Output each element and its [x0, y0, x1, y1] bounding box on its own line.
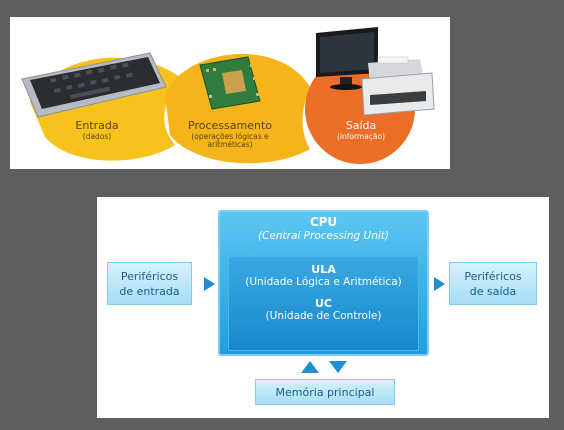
printer-icon	[361, 56, 435, 116]
uc-subtitle: (Unidade de Controle)	[265, 310, 382, 322]
input-label-group: Entrada (dados)	[62, 119, 132, 141]
processing-subtitle-line2: aritméticas)	[207, 140, 253, 150]
output-peripherals-line1: Periféricos	[464, 269, 522, 283]
main-memory-label: Memória principal	[275, 385, 375, 399]
arrow-into-cpu	[204, 277, 215, 291]
flow-shapes	[21, 27, 435, 164]
uc-title: UC	[314, 297, 332, 310]
input-subtitle: (dados)	[82, 131, 112, 141]
processing-title: Processamento	[188, 119, 272, 132]
ula-subtitle: (Unidade Lógica e Aritmética)	[245, 276, 402, 288]
output-peripherals-line2: de saída	[469, 284, 517, 298]
ula-uc-box: ULA (Unidade Lógica e Aritmética) UC (Un…	[228, 256, 419, 351]
processing-subtitle-line1: (operações lógicas e	[191, 131, 269, 141]
input-peripherals-line1: Periféricos	[120, 269, 179, 283]
cpu-architecture-panel: Periféricos de entrada CPU (Central Proc…	[97, 197, 549, 418]
keyboard-icon	[21, 52, 167, 118]
processor-chip-icon	[199, 56, 261, 110]
arrow-up-to-cpu	[301, 361, 319, 373]
input-title: Entrada	[75, 119, 119, 132]
output-subtitle: (informação)	[336, 131, 386, 141]
arrow-down-to-memory	[329, 361, 347, 373]
ula-title: ULA	[311, 263, 336, 276]
output-label-group: Saída (informação)	[326, 119, 396, 141]
input-peripherals-line2: de entrada	[119, 284, 180, 298]
main-memory-box: Memória principal	[255, 379, 395, 405]
arrow-out-of-cpu	[434, 277, 445, 291]
input-peripherals-box: Periféricos de entrada	[107, 262, 192, 305]
processing-label-group: Processamento (operações lógicas e aritm…	[180, 119, 280, 150]
cpu-title: CPU	[309, 215, 338, 229]
cpu-subtitle: (Central Processing Unit)	[258, 230, 389, 242]
output-peripherals-box: Periféricos de saída	[449, 262, 537, 305]
input-process-output-panel: Entrada (dados) Processamento (operações…	[10, 17, 450, 169]
processing-shape	[165, 53, 310, 164]
monitor-icon	[316, 27, 378, 90]
cpu-box: CPU (Central Processing Unit) ULA (Unida…	[218, 210, 429, 356]
output-title: Saída	[345, 119, 377, 132]
